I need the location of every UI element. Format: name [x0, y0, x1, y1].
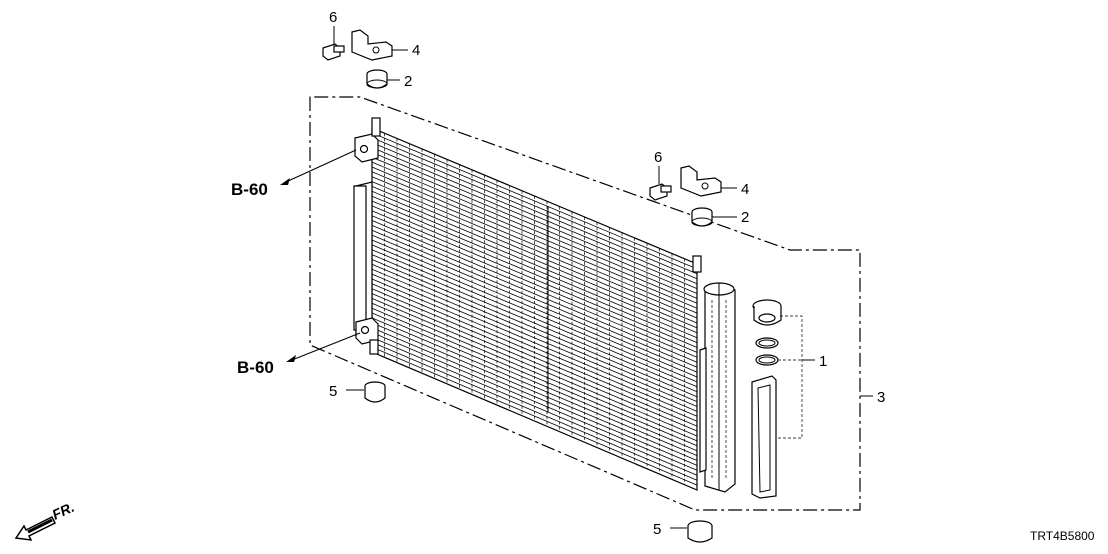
grommet-icon: [691, 207, 713, 227]
callout-5-bottom: 5: [653, 521, 661, 538]
assembly-boundary: [309, 96, 861, 511]
callout-4-right: 4: [741, 181, 749, 198]
callout-2-right: 2: [741, 209, 749, 226]
reference-arrow-lower: [286, 332, 361, 362]
callout-4-top: 4: [412, 42, 420, 59]
cushion-left: [346, 381, 386, 403]
callout-2-top: 2: [404, 73, 412, 90]
grommet-icon: [366, 69, 388, 89]
callout-6-right: 6: [654, 149, 662, 166]
drain-plug: [752, 299, 782, 326]
bolt-icon: [322, 43, 345, 61]
front-direction-label: FR.: [50, 499, 77, 523]
callout-5-left: 5: [329, 383, 337, 400]
part-1-desiccant-kit: [751, 299, 815, 499]
receiver-tank: [699, 282, 736, 493]
reference-label-lower[interactable]: B-60: [237, 358, 274, 377]
desiccant-cartridge: [751, 375, 777, 499]
callout-3: 3: [877, 389, 885, 406]
reference-label-upper[interactable]: B-60: [231, 180, 268, 199]
condenser-core: [353, 117, 702, 491]
condenser-tubes: [384, 133, 685, 485]
callout-6-top: 6: [329, 9, 337, 26]
diagram-code: TRT4B5800: [1030, 529, 1095, 543]
bolt-icon: [649, 183, 672, 201]
right-fastener-group: [649, 165, 737, 227]
cushion-bottom: [670, 520, 713, 543]
top-fastener-group: [322, 26, 408, 89]
reference-arrow-upper: [280, 149, 357, 185]
bracket-icon: [351, 29, 393, 61]
front-direction-arrow-icon: [14, 515, 57, 541]
callout-1: 1: [819, 353, 827, 370]
bracket-icon: [680, 165, 722, 197]
